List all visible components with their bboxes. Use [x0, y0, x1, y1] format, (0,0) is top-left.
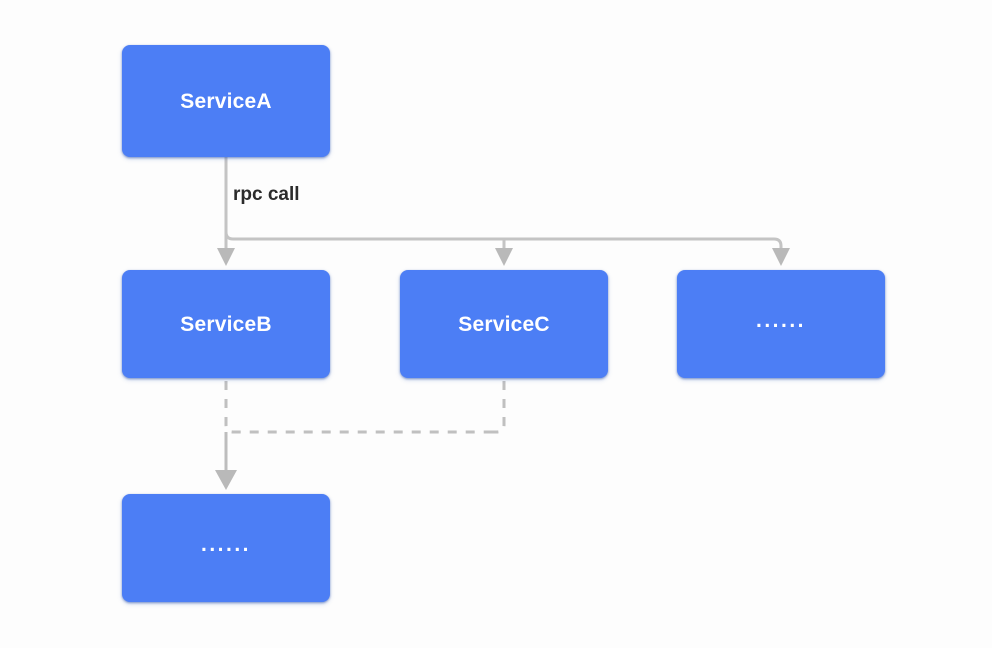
- edge-b-to-more-arrowhead: [215, 470, 237, 490]
- edge-c-to-more: [490, 381, 506, 434]
- edge-c-to-more-dashed: [490, 381, 506, 434]
- edge-a-to-b: [217, 157, 235, 266]
- edge-a-to-more: [772, 248, 790, 266]
- node-serviceb[interactable]: ServiceB: [122, 270, 330, 378]
- edge-a-to-c-arrowhead: [495, 248, 513, 266]
- node-more-bottom[interactable]: ......: [122, 494, 330, 602]
- node-more-top[interactable]: ......: [677, 270, 885, 378]
- edge-b-to-more: [215, 381, 490, 490]
- node-servicec[interactable]: ServiceC: [400, 270, 608, 378]
- edge-a-to-c: [495, 239, 513, 266]
- edge-b-to-more-dashed: [224, 381, 490, 434]
- node-servicec-label: ServiceC: [458, 312, 550, 336]
- edge-label-rpc-call: rpc call: [233, 184, 300, 205]
- node-servicea-label: ServiceA: [180, 89, 272, 113]
- edge-a-to-more-arrowhead: [772, 248, 790, 266]
- node-more-bottom-label: ......: [200, 532, 251, 556]
- edge-a-to-b-arrowhead: [217, 248, 235, 266]
- node-servicea[interactable]: ServiceA: [122, 45, 330, 157]
- node-serviceb-label: ServiceB: [180, 312, 272, 336]
- node-more-top-label: ......: [755, 308, 806, 332]
